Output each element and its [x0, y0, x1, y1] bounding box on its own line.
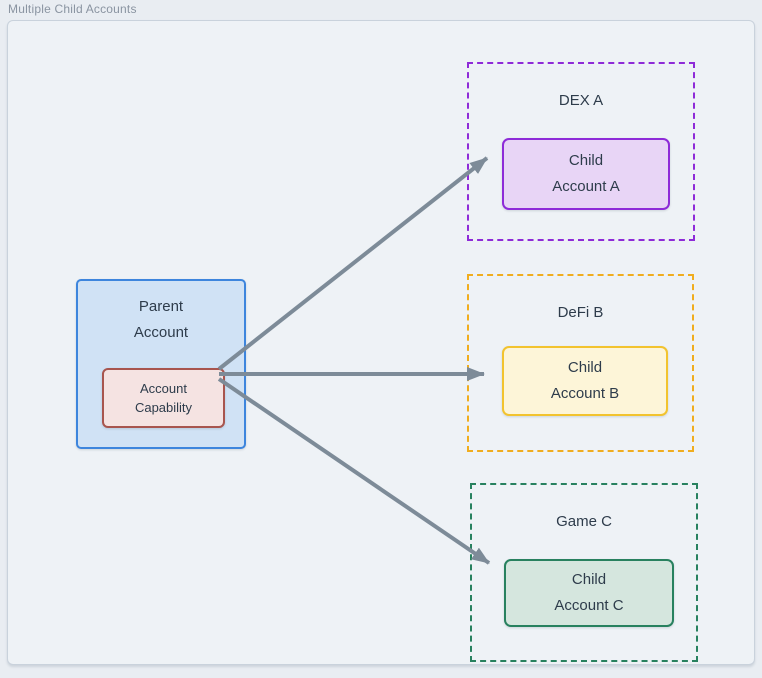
child-account-c-node: Child Account C [504, 559, 674, 627]
parent-account-node: Parent Account Account Capability [76, 279, 246, 449]
child-account-a-node: Child Account A [502, 138, 670, 210]
group-label-game-c: Game C [556, 513, 612, 530]
group-frame-defi-b: DeFi B Child Account B [467, 274, 694, 452]
child-account-c-label: Child Account C [554, 571, 624, 614]
group-frame-dex-a: DEX A Child Account A [467, 62, 695, 241]
child-account-a-label: Child Account A [552, 152, 620, 195]
parent-account-label: Parent Account [133, 298, 189, 341]
child-account-b-node: Child Account B [502, 346, 668, 416]
account-capability-label: Account Capability [134, 381, 193, 415]
diagram-title: Multiple Child Accounts [8, 2, 137, 16]
child-account-b-label: Child Account B [550, 359, 620, 402]
account-capability-node: Account Capability [102, 368, 225, 428]
diagram-panel: Parent Account Account Capability DEX A … [7, 20, 755, 665]
group-frame-game-c: Game C Child Account C [470, 483, 698, 662]
group-label-defi-b: DeFi B [557, 304, 604, 321]
group-label-dex-a: DEX A [558, 92, 604, 109]
